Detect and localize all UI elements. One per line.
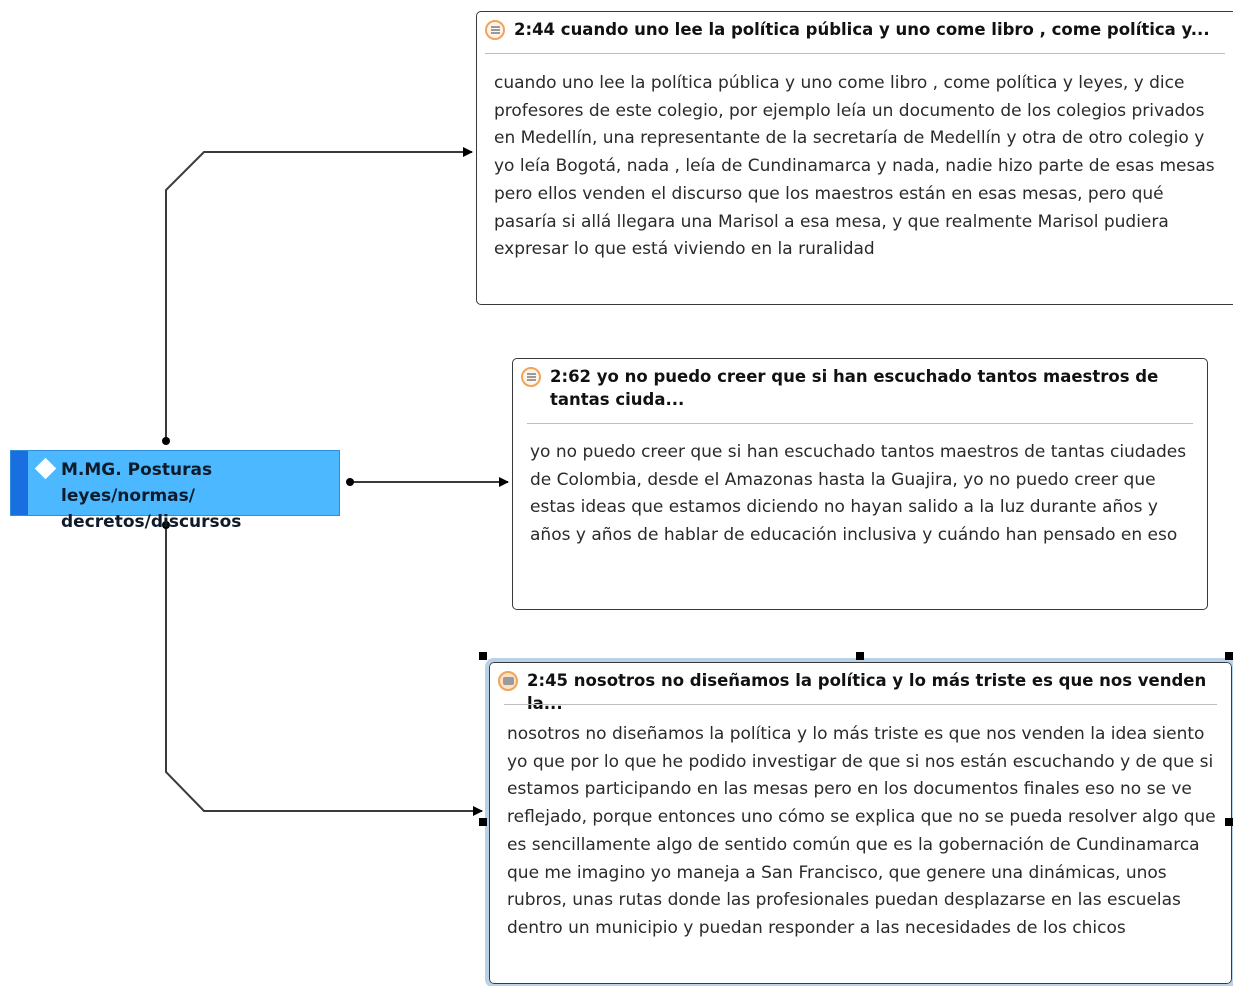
resize-handle-top-left[interactable] (479, 652, 487, 660)
quotation-text: cuando uno lee la política pública y uno… (494, 73, 1215, 260)
quotation-node-2-44[interactable]: 2:44 cuando uno lee la política pública … (476, 11, 1233, 305)
link-start-dot (162, 521, 170, 529)
quotation-title: 2:62 yo no puedo creer que si han escuch… (550, 367, 1159, 409)
link-start-dot (346, 478, 354, 486)
quotation-title: 2:45 nosotros no diseñamos la política y… (527, 671, 1207, 713)
code-node[interactable]: M.MG. Posturas leyes/normas/ decretos/di… (10, 450, 340, 532)
divider (527, 423, 1193, 424)
resize-handle-top-right[interactable] (1225, 652, 1233, 660)
divider (504, 704, 1217, 705)
quotation-comment-icon (498, 671, 518, 691)
code-node-stripe (11, 451, 28, 515)
quotation-text-icon (485, 20, 505, 40)
link-to-quote-2-44[interactable] (165, 147, 473, 440)
quotation-title: 2:44 cuando uno lee la política pública … (514, 20, 1210, 39)
resize-handle-middle-right[interactable] (1225, 818, 1233, 826)
quotation-text: yo no puedo creer que si han escuchado t… (530, 442, 1187, 546)
quotation-node-2-62[interactable]: 2:62 yo no puedo creer que si han escuch… (512, 358, 1208, 610)
quotation-text-icon (521, 367, 541, 387)
quotation-node-2-45[interactable]: 2:45 nosotros no diseñamos la política y… (485, 658, 1233, 986)
quotation-text: nosotros no diseñamos la política y lo m… (507, 724, 1216, 938)
resize-handle-middle-left[interactable] (479, 818, 487, 826)
link-to-quote-2-45[interactable] (165, 526, 483, 816)
divider (485, 53, 1225, 54)
resize-handle-top-middle[interactable] (856, 652, 864, 660)
link-start-dot (162, 437, 170, 445)
code-diamond-icon (34, 457, 57, 480)
code-node-label: M.MG. Posturas leyes/normas/ decretos/di… (61, 460, 242, 532)
